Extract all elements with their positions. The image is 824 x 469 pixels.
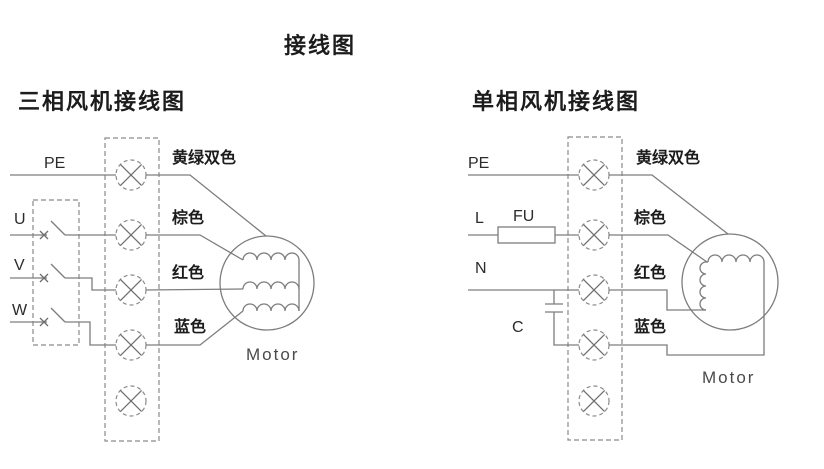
left-motor-icon — [219, 235, 315, 331]
terminal-icon — [115, 385, 147, 417]
terminal-icon — [115, 329, 147, 361]
left-label-pe: PE — [44, 155, 66, 172]
right-label-n: N — [475, 260, 487, 277]
right-wire-brown — [609, 234, 708, 263]
left-switch-v — [10, 263, 116, 291]
right-wire-red — [609, 289, 706, 311]
left-label-v: V — [14, 257, 25, 274]
terminal-icon — [578, 219, 610, 251]
page-title: 接线图 — [284, 33, 357, 58]
capacitor-label: C — [512, 319, 524, 336]
terminal-icon — [578, 385, 610, 417]
fuse-label: FU — [513, 208, 535, 225]
terminal-icon — [115, 219, 147, 251]
left-wire-blue — [146, 310, 244, 346]
left-switch-w — [10, 307, 116, 346]
right-wire-blue — [609, 262, 765, 356]
terminal-icon — [578, 159, 610, 191]
right-wire-label-brown: 棕色 — [634, 210, 667, 227]
right-motor-icon — [681, 233, 779, 331]
left-label-w: W — [12, 302, 28, 319]
right-motor-label: Motor — [702, 368, 756, 387]
terminal-icon — [578, 274, 610, 306]
right-wire-label-yellow-green: 黄绿双色 — [636, 150, 701, 167]
left-wire-red — [145, 288, 244, 291]
left-wire-label-brown: 棕色 — [172, 210, 205, 227]
terminal-icon — [115, 274, 147, 306]
terminal-icon — [578, 329, 610, 361]
left-wire-brown — [146, 234, 244, 261]
right-label-l: L — [475, 210, 484, 227]
right-terminal-strip — [567, 136, 623, 441]
left-wire-label-blue: 蓝色 — [174, 319, 207, 336]
left-switch-box — [32, 199, 80, 346]
right-wire-yellow-green — [609, 174, 729, 235]
right-wire-label-red: 红色 — [634, 265, 667, 282]
left-motor-label: Motor — [246, 345, 300, 364]
left-wire-yellow-green — [146, 174, 267, 237]
capacitor-icon — [545, 290, 579, 346]
fuse-icon — [468, 226, 579, 244]
left-wire-label-red: 红色 — [172, 265, 205, 282]
right-section-heading: 单相风机接线图 — [472, 89, 641, 114]
left-label-u: U — [14, 211, 26, 228]
right-label-pe: PE — [468, 155, 490, 172]
left-wire-label-yellow-green: 黄绿双色 — [172, 150, 237, 167]
right-wire-label-blue: 蓝色 — [634, 319, 667, 336]
left-switch-u — [10, 220, 116, 240]
terminal-icon — [115, 159, 147, 191]
left-section-heading: 三相风机接线图 — [18, 89, 187, 114]
